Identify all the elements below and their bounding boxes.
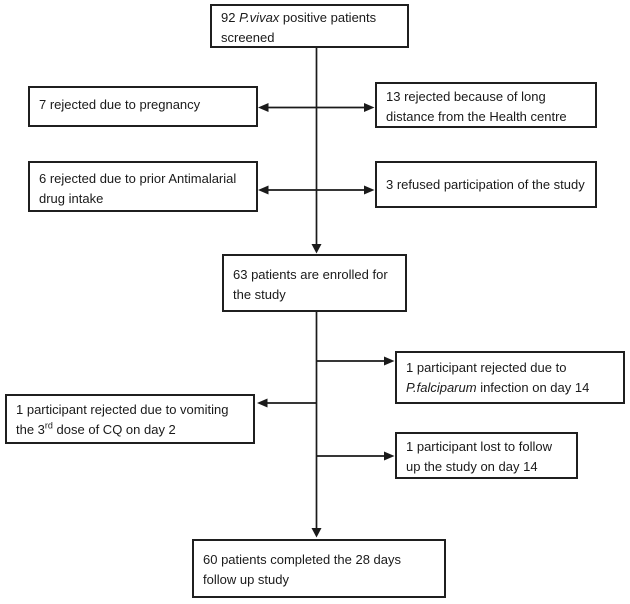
arrow-to-lost: [316, 451, 395, 461]
node-screened-line2: screened: [221, 30, 275, 45]
node-enrolled: 63 patients are enrolled for the study: [222, 254, 407, 312]
node-screened: 92 P.vivax positive patients screened: [210, 4, 409, 48]
node-rejected-vomiting-line2: the 3rd dose of CQ on day 2: [16, 420, 176, 437]
node-rejected-vomiting: 1 participant rejected due to vomiting t…: [5, 394, 255, 444]
node-rejected-vomiting-line1: 1 participant rejected due to vomiting: [16, 402, 229, 417]
arrow-enrolled-to-completed: [311, 312, 322, 538]
arrow-to-falciparum: [316, 356, 395, 366]
node-screened-line1: 92 P.vivax positive patients: [221, 10, 377, 25]
node-rejected-antimalarial-line2: drug intake: [39, 191, 104, 206]
node-lost-followup-line2: up the study on day 14: [406, 459, 538, 474]
arrow-to-vomiting: [257, 398, 317, 408]
node-completed-line1: 60 patients completed the 28 days: [203, 552, 402, 567]
node-rejected-distance-line2: distance from the Health centre: [386, 109, 567, 124]
ordinal-superscript: rd: [44, 420, 53, 431]
node-rejected-distance: 13 rejected because of long distance fro…: [375, 82, 597, 128]
node-completed-line2: follow up study: [203, 572, 289, 587]
node-enrolled-line2: the study: [233, 287, 286, 302]
node-rejected-antimalarial: 6 rejected due to prior Antimalarial dru…: [28, 161, 258, 212]
arrow-pregnancy-distance: [258, 103, 375, 112]
node-lost-followup: 1 participant lost to follow up the stud…: [395, 432, 578, 479]
node-refused-participation-line1: 3 refused participation of the study: [386, 177, 585, 192]
node-rejected-antimalarial-line1: 6 rejected due to prior Antimalarial: [39, 171, 237, 186]
node-enrolled-line1: 63 patients are enrolled for: [233, 267, 388, 282]
node-lost-followup-line1: 1 participant lost to follow: [406, 439, 552, 454]
node-completed: 60 patients completed the 28 days follow…: [192, 539, 446, 598]
arrow-antimalarial-refused: [258, 185, 375, 195]
node-rejected-pregnancy-line1: 7 rejected due to pregnancy: [39, 97, 201, 112]
node-rejected-falciparum: 1 participant rejected due to P.falcipar…: [395, 351, 625, 404]
node-rejected-falciparum-line2: P.falciparum infection on day 14: [406, 380, 590, 395]
node-rejected-pregnancy: 7 rejected due to pregnancy: [28, 86, 258, 127]
node-rejected-distance-line1: 13 rejected because of long: [386, 89, 546, 104]
node-refused-participation: 3 refused participation of the study: [375, 161, 597, 208]
arrow-screened-to-enrolled: [311, 48, 322, 254]
italic-species-pvivax: P.vivax: [239, 10, 280, 25]
node-rejected-falciparum-line1: 1 participant rejected due to: [406, 360, 567, 375]
italic-species-pfalciparum: P.falciparum: [406, 380, 477, 395]
